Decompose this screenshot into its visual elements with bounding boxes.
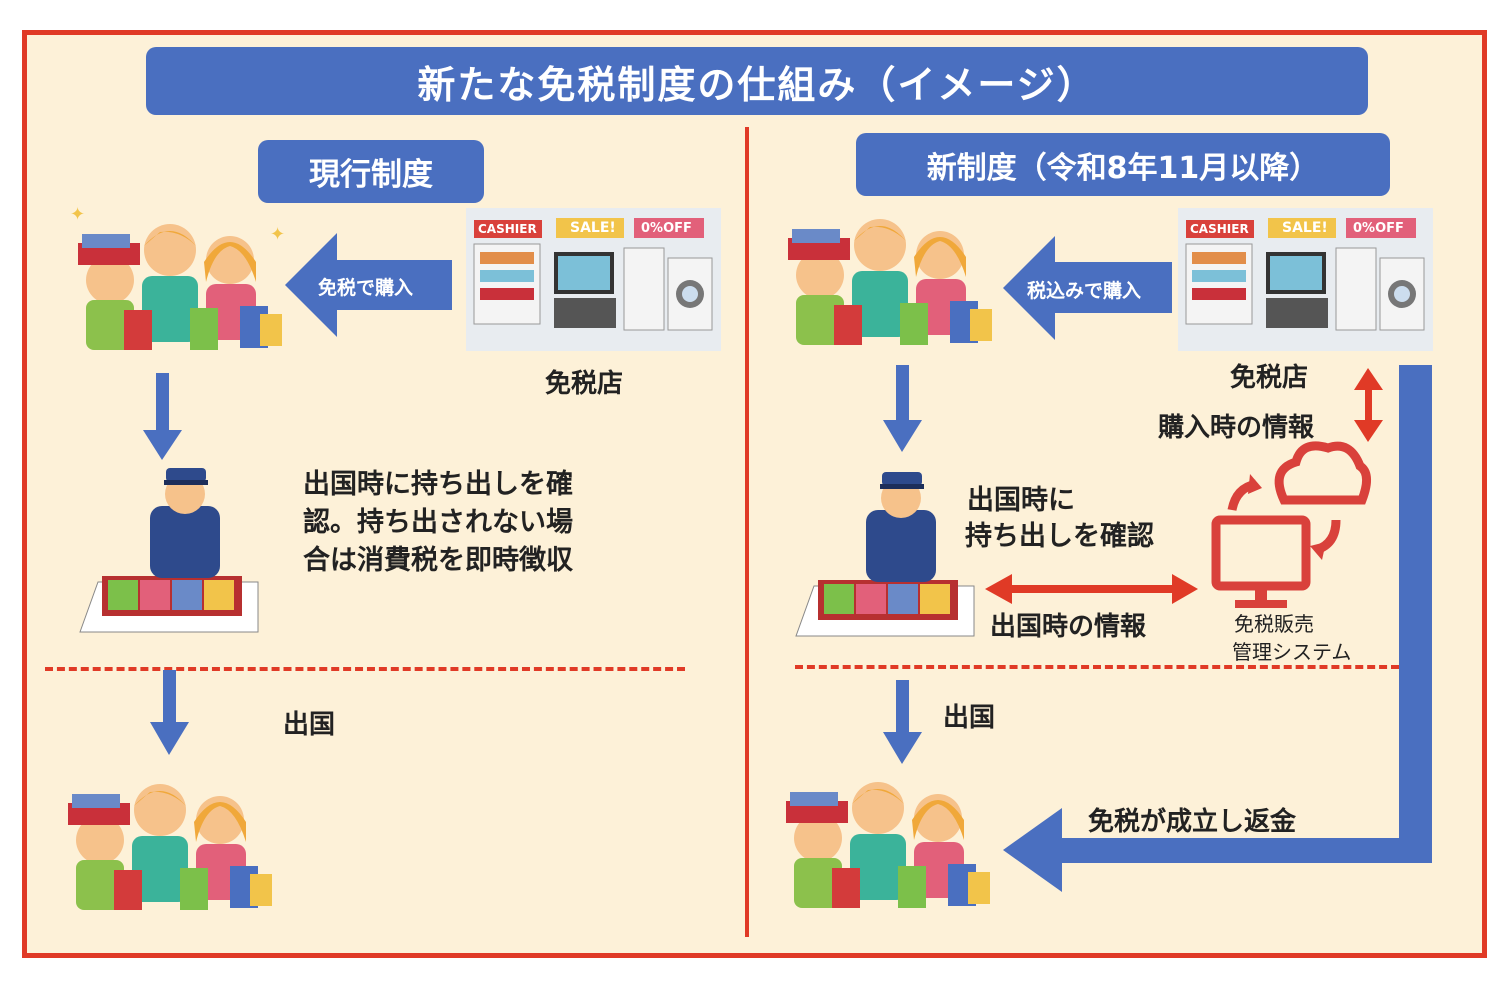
left-store-sign-cashier: CASHIER	[478, 222, 537, 236]
right-store-sign-sale: SALE!	[1282, 220, 1328, 236]
left-store-sign-off: 0%OFF	[641, 221, 692, 236]
svg-text:✦: ✦	[70, 204, 85, 225]
svg-text:✦: ✦	[270, 224, 285, 245]
refund-label: 免税が成立し返金	[1088, 807, 1297, 837]
right-store-sign-off: 0%OFF	[1353, 221, 1404, 236]
right-store-sign-cashier: CASHIER	[1190, 222, 1249, 236]
left-depart-label: 出国	[283, 710, 336, 740]
right-depart-label: 出国	[943, 703, 996, 733]
left-header: 現行制度	[258, 140, 484, 203]
system-label-1: 免税販売	[1234, 612, 1314, 636]
left-dashed-line	[45, 667, 685, 671]
center-divider	[745, 127, 749, 937]
left-check-text: 出国時に持ち出しを確認。持ち出されない場合は消費税を即時徴収	[303, 469, 573, 576]
left-store-sign-sale: SALE!	[570, 220, 616, 236]
right-dashed-line	[795, 665, 1399, 669]
page-title: 新たな免税制度の仕組み（イメージ）	[146, 47, 1368, 115]
left-purchase-arrow-label: 免税で購入	[318, 277, 414, 299]
right-purchase-arrow-label: 税込みで購入	[1027, 280, 1142, 302]
right-shop-label: 免税店	[1230, 363, 1309, 393]
left-shop-label: 免税店	[545, 369, 624, 399]
right-check-text-1: 出国時に	[967, 485, 1075, 516]
right-check-text-2: 持ち出しを確認	[965, 521, 1154, 552]
purchase-info-label: 購入時の情報	[1158, 413, 1315, 443]
right-header: 新制度（令和8年11月以降）	[856, 133, 1390, 196]
system-label-2: 管理システム	[1232, 640, 1352, 664]
departure-info-label: 出国時の情報	[990, 612, 1147, 642]
